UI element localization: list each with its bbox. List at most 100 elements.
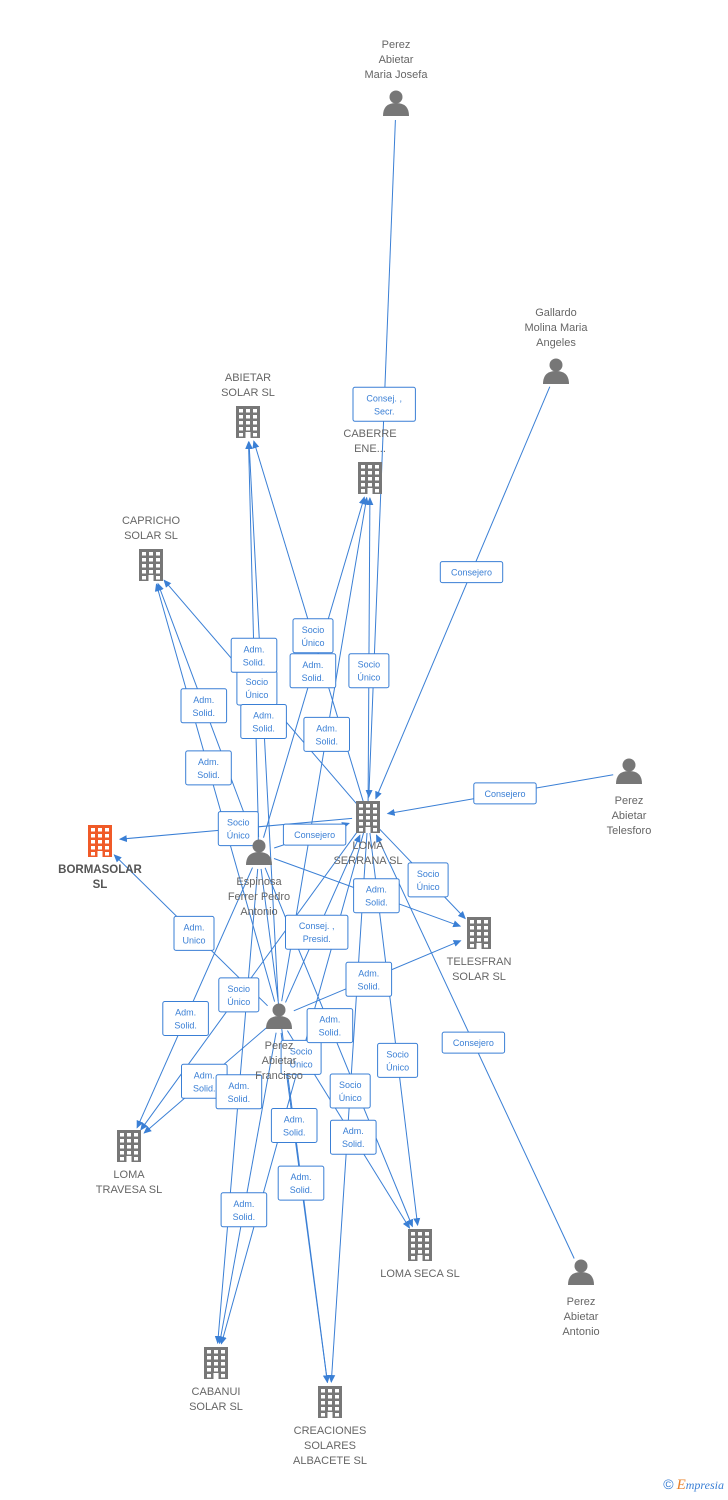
edge-label-gallardo-to-loma_serrana[interactable]: Consejero	[439, 561, 504, 584]
building-window	[411, 1244, 415, 1248]
building-window	[239, 409, 243, 413]
edge-label-perez_francisco-to-caberre[interactable]: Adm.Solid.	[303, 716, 350, 752]
building-window	[335, 1407, 339, 1411]
building-window	[253, 415, 257, 419]
edge-label-box	[292, 618, 334, 654]
building-window	[214, 1356, 218, 1360]
edge-label-text: Presid.	[303, 934, 331, 944]
building-window	[359, 816, 363, 820]
building-window	[411, 1256, 415, 1260]
building-window	[375, 471, 379, 475]
edge-label-perez_francisco-to-abietar_solar[interactable]: Adm.Solid.	[240, 704, 287, 739]
building-window	[221, 1350, 225, 1354]
edge-label-perez_francisco-to-loma_serrana[interactable]: Consej. ,Presid.	[285, 914, 349, 950]
node-label: Perez	[615, 795, 644, 807]
building-window	[120, 1151, 124, 1155]
edge-label-espinosa-to-caberre[interactable]: Adm.Solid.	[289, 653, 337, 689]
node-label: SOLAR SL	[221, 387, 275, 399]
node-label: Molina Maria	[525, 322, 589, 334]
edge-label-espinosa-to-creaciones[interactable]: Adm.Solid.	[270, 1108, 318, 1143]
node-label: Telesforo	[607, 825, 652, 837]
node-label: SL	[93, 879, 108, 891]
edge-label-box	[441, 1031, 506, 1054]
brand-logo-letter: E	[676, 1477, 686, 1493]
building-window	[127, 1133, 131, 1137]
person-body	[246, 852, 272, 865]
building-window	[366, 804, 370, 808]
edge-label-espinosa-to-telesfran[interactable]: Adm.Solid.	[353, 878, 400, 914]
edge-label-espinosa-to-loma_seca[interactable]: Adm.Solid.	[306, 1008, 354, 1044]
edge-label-text: Adm.	[198, 757, 219, 767]
node-caberre[interactable]: CABERREENE...	[343, 428, 397, 494]
edge-label-espinosa-to-cabanui[interactable]: Adm.Solid.	[215, 1074, 263, 1110]
brand-footer[interactable]: © Empresia	[663, 1476, 724, 1494]
edge-label-box	[185, 750, 232, 786]
edge-label-perez_maria_josefa-to-loma_serrana[interactable]: Consej. ,Secr.	[352, 386, 416, 422]
edge-label-espinosa-to-abietar_solar[interactable]: Adm.Solid.	[230, 637, 278, 673]
building-window	[105, 834, 109, 838]
edge-gallardo-to-loma_serrana	[375, 386, 551, 800]
edge-label-perez_francisco-to-creaciones[interactable]: Adm.Solid.	[277, 1165, 325, 1201]
edge-label-text: Adm.	[316, 723, 337, 733]
edge-label-text: Adm.	[343, 1126, 364, 1136]
building-window	[253, 421, 257, 425]
edge-label-text: Adm.	[175, 1008, 196, 1018]
node-label: Perez	[265, 1040, 294, 1052]
edge-label-espinosa-to-loma_serrana[interactable]: Consejero	[282, 823, 347, 846]
building-window	[335, 1401, 339, 1405]
building-window	[418, 1238, 422, 1242]
building-window	[120, 1139, 124, 1143]
node-loma_seca[interactable]: LOMA SECA SL	[380, 1229, 460, 1280]
edge-label-perez_telesforo-to-loma_serrana[interactable]: Consejero	[473, 782, 537, 805]
edge-label-espinosa-to-loma_travesa[interactable]: Adm.Solid.	[162, 1001, 209, 1036]
building-window	[142, 552, 146, 556]
building-window	[149, 564, 153, 568]
node-label: Ferrer Pedro	[228, 891, 290, 903]
edge-label-perez_francisco-to-capricho[interactable]: Adm.Solid.	[185, 750, 232, 786]
edge-label-perez_francisco-to-telesfran[interactable]: Adm.Solid.	[345, 961, 393, 997]
edge-label-perez_antonio-to-loma_serrana[interactable]: Consejero	[441, 1031, 506, 1054]
building-window	[91, 840, 95, 844]
building-door	[476, 943, 482, 949]
edge-label-text: Socio	[228, 984, 251, 994]
edge-label-box	[282, 823, 347, 846]
building-window	[149, 552, 153, 556]
edge-label-perez_francisco-to-loma_seca[interactable]: Adm.Solid.	[330, 1119, 377, 1155]
building-window	[221, 1362, 225, 1366]
building-window	[375, 483, 379, 487]
edge-label-espinosa-to-capricho[interactable]: Adm.Solid.	[180, 688, 228, 724]
building-window	[91, 834, 95, 838]
edge-label-perez_francisco-to-bormasolar[interactable]: Adm.Unico	[173, 915, 215, 951]
building-window	[470, 944, 474, 948]
building-window	[239, 415, 243, 419]
person-body	[383, 103, 409, 116]
building-window	[484, 926, 488, 930]
edge-espinosa-to-loma_travesa	[136, 867, 253, 1129]
building-window	[321, 1413, 325, 1417]
edge-label-perez_francisco-to-cabanui[interactable]: Adm.Solid.	[220, 1192, 268, 1228]
